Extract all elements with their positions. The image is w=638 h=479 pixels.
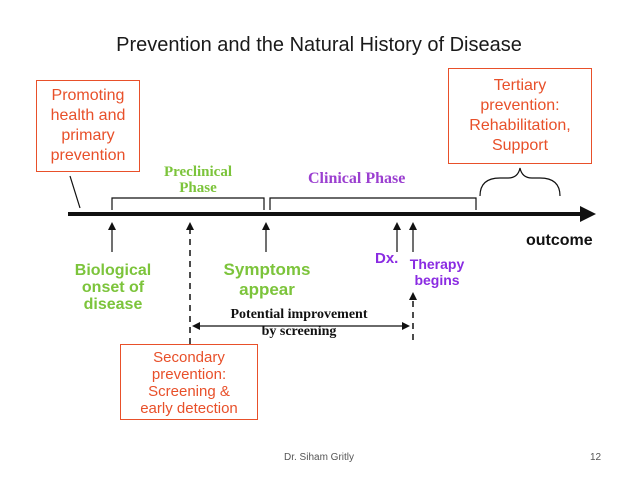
footer-author: Dr. Siham Gritly xyxy=(284,452,355,463)
therapy-line-2: begins xyxy=(414,272,460,288)
symptoms-line-1: Symptoms xyxy=(223,260,311,279)
tertiary-line-4: Support xyxy=(491,137,549,154)
slide-title: Prevention and the Natural History of Di… xyxy=(116,34,522,56)
tertiary-line-2: prevention: xyxy=(480,97,560,114)
onset-line-1: Biological xyxy=(74,262,152,279)
preclinical-line-1: Preclinical xyxy=(163,164,233,180)
tertiary-line-1: Tertiary xyxy=(493,77,547,94)
footer-page-number: 12 xyxy=(590,452,602,463)
dx-label: Dx. xyxy=(375,250,399,267)
biological-onset-label: Biological onset of disease xyxy=(62,262,164,313)
tertiary-line-3: Rehabilitation, xyxy=(469,117,571,134)
preclinical-phase-label: Preclinical Phase xyxy=(150,164,246,196)
screening-improvement-label: Potential improvement by screening xyxy=(204,306,394,340)
primary-line-3: primary xyxy=(61,127,115,144)
secondary-line-2: prevention: xyxy=(151,366,227,383)
tertiary-brace xyxy=(479,167,561,197)
primary-line-1: Promoting xyxy=(51,87,125,104)
clinical-phase-label: Clinical Phase xyxy=(308,170,406,187)
onset-line-3: disease xyxy=(83,296,143,313)
onset-line-2: onset of xyxy=(81,279,145,296)
clinical-bracket xyxy=(269,197,477,210)
timeline-arrowhead xyxy=(580,206,596,222)
primary-prevention-box: Promoting health and primary prevention xyxy=(36,80,140,172)
secondary-line-3: Screening & xyxy=(148,383,230,400)
preclinical-line-2: Phase xyxy=(179,180,217,196)
therapy-line-1: Therapy xyxy=(409,256,465,272)
secondary-line-1: Secondary xyxy=(153,349,225,366)
symptoms-line-2: appear xyxy=(239,280,295,299)
tertiary-prevention-box: Tertiary prevention: Rehabilitation, Sup… xyxy=(448,68,592,164)
symptoms-appear-label: Symptoms appear xyxy=(214,260,320,300)
primary-pointer-line xyxy=(69,175,81,209)
therapy-begins-label: Therapy begins xyxy=(402,256,472,288)
improvement-arrowhead-right xyxy=(402,322,410,330)
screening-line-2: by screening xyxy=(261,324,337,339)
primary-line-4: prevention xyxy=(50,147,126,164)
primary-line-2: health and xyxy=(50,107,126,124)
screening-line-1: Potential improvement xyxy=(230,307,368,322)
outcome-label: outcome xyxy=(526,232,593,249)
secondary-prevention-box: Secondary prevention: Screening & early … xyxy=(120,344,258,420)
improvement-arrowhead-left xyxy=(192,322,200,330)
secondary-line-4: early detection xyxy=(140,400,238,417)
preclinical-bracket xyxy=(111,197,265,210)
